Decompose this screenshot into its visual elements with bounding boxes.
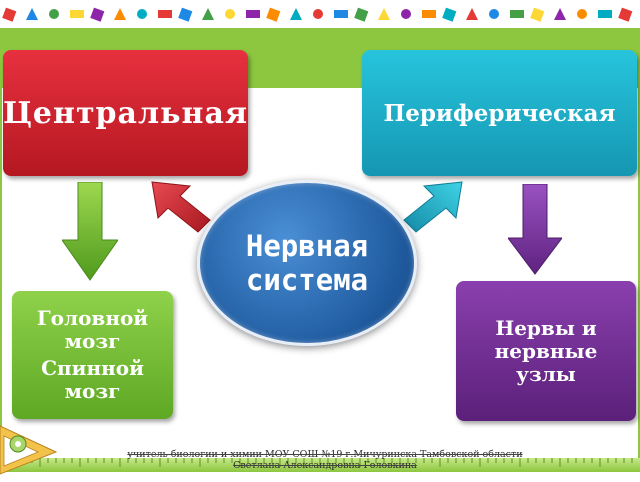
nerves-ganglia-box: Нервы и нервные узлы	[456, 281, 636, 421]
brain-line-2: мозг	[64, 329, 121, 353]
decorative-shape	[90, 7, 105, 22]
decorative-shape	[442, 7, 457, 22]
peripheral-label: Периферическая	[383, 99, 616, 127]
arrow-down-left	[62, 182, 118, 281]
decorative-shape	[202, 8, 214, 20]
nerves-line-1: Нервы и	[495, 315, 597, 340]
decorative-shape	[466, 8, 478, 20]
decorative-shape	[290, 8, 302, 20]
decorative-shape	[510, 10, 524, 18]
decorative-shape	[266, 7, 281, 22]
decorative-shape	[2, 7, 17, 22]
arrow-up-right	[403, 181, 463, 233]
brain-spinal-box: Головной мозг Спинной мозг	[12, 291, 173, 419]
decorative-shape	[225, 9, 235, 19]
decorative-shape	[114, 8, 126, 20]
spinal-line-1: Спинной	[41, 356, 144, 380]
central-line-1: Нервная	[245, 229, 369, 263]
spinal-group: Спинной мозг	[41, 357, 144, 403]
peripheral-box: Периферическая	[362, 50, 637, 176]
arrow-down-right	[508, 184, 562, 275]
nerves-line-3: узлы	[516, 361, 576, 386]
slide-frame	[0, 28, 640, 468]
decorative-shape	[334, 10, 348, 18]
decorative-shape	[577, 9, 587, 19]
brain-line-1: Головной	[36, 306, 149, 330]
top-strip	[0, 0, 640, 28]
central-box: Центральная	[3, 50, 248, 176]
ruler-icon	[0, 458, 640, 472]
decorative-shape	[49, 9, 59, 19]
decorative-shape	[422, 10, 436, 18]
nerves-line-2: нервные	[494, 338, 598, 363]
decorative-shape	[598, 10, 612, 18]
decorative-shape	[618, 7, 633, 22]
central-line-2: система	[245, 263, 369, 297]
footer-credit: учитель биологии и химии МОУ СОШ №19 г.М…	[110, 449, 540, 471]
triangle-ruler-icon	[0, 425, 58, 475]
decorative-shape	[401, 9, 411, 19]
decorative-shape	[26, 8, 38, 20]
decorative-shape	[554, 8, 566, 20]
decorative-shape	[530, 7, 545, 22]
decorative-shape	[246, 10, 260, 18]
footer-line-1: учитель биологии и химии МОУ СОШ №19 г.М…	[127, 449, 523, 460]
decorative-shape	[354, 7, 369, 22]
decorative-shape	[70, 10, 84, 18]
brain-group: Головной мозг	[37, 307, 148, 353]
footer-line-2: Светлана Александровна Головкина	[233, 460, 417, 471]
spinal-line-2: мозг	[64, 379, 121, 403]
decorative-shape	[313, 9, 323, 19]
arrow-up-left	[151, 181, 211, 233]
decorative-shapes-icon	[2, 7, 633, 22]
nervous-system-circle: Нервная система	[197, 180, 417, 346]
decorative-shape	[137, 9, 147, 19]
decorative-shape	[178, 7, 193, 22]
decorative-shape	[158, 10, 172, 18]
decorative-shape	[489, 9, 499, 19]
decorative-shape	[378, 8, 390, 20]
central-label: Центральная	[2, 95, 249, 131]
